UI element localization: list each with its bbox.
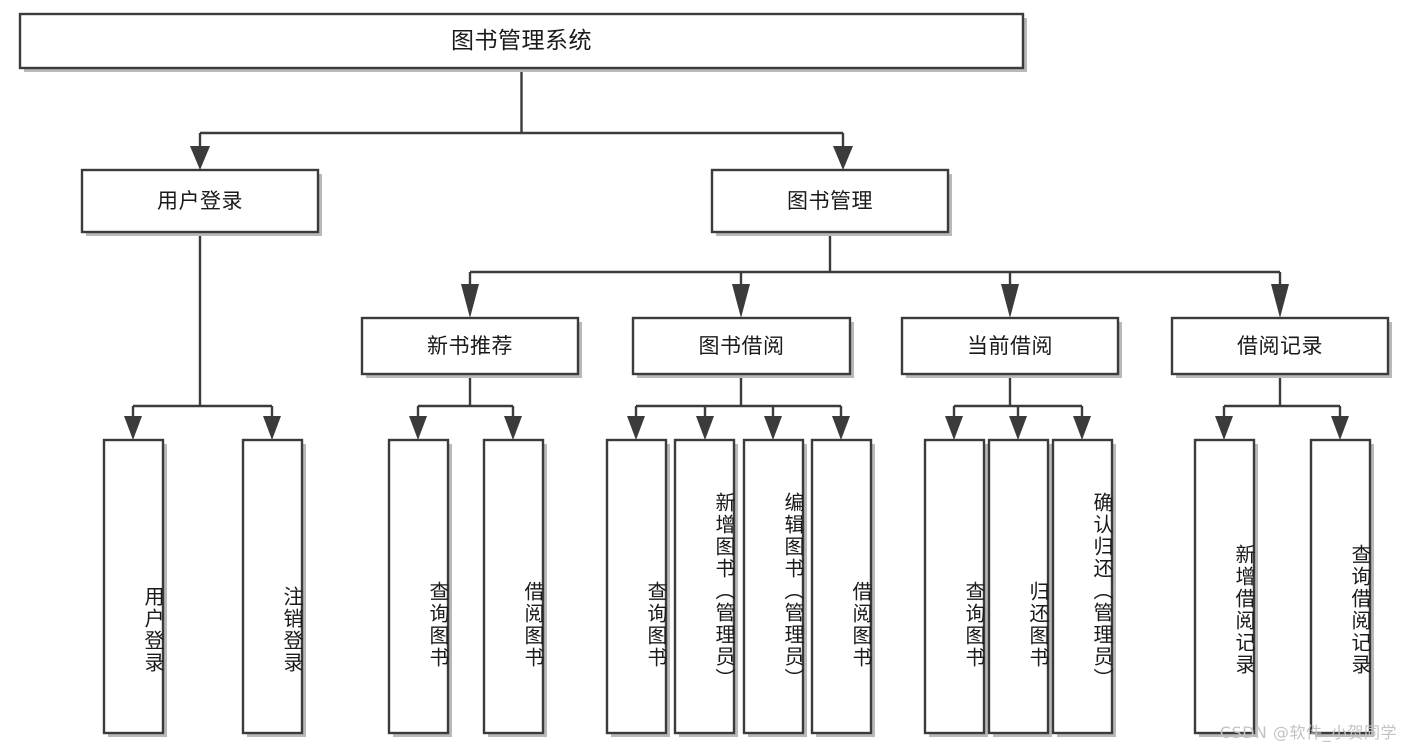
node-rect-leaf-query-book-2[interactable] (605, 438, 668, 735)
node-rect-leaf-query-book-1[interactable] (387, 438, 450, 735)
node-rect-user-login[interactable] (80, 168, 320, 234)
node-rect-leaf-query-book-3[interactable] (923, 438, 986, 735)
node-rect-new-book-rec[interactable] (360, 316, 580, 376)
arrowhead-leaf-add-book (696, 416, 714, 440)
arrowhead-leaf-confirm-return (1073, 416, 1091, 440)
node-rect-root[interactable] (18, 12, 1025, 70)
node-rect-book-borrow[interactable] (631, 316, 852, 376)
node-rect-leaf-add-book[interactable] (673, 438, 736, 735)
node-rect-leaf-user-login[interactable] (102, 438, 165, 735)
arrowhead-leaf-edit-book (764, 416, 782, 440)
arrowhead-book-borrow (732, 284, 750, 318)
csdn-watermark: CSDN @软件_小贺同学 (1219, 723, 1397, 742)
node-rect-leaf-borrow-book-1[interactable] (482, 438, 545, 735)
arrowhead-leaf-query-book-3 (945, 416, 963, 440)
node-rect-leaf-logout[interactable] (241, 438, 304, 735)
arrowhead-leaf-logout (263, 416, 281, 440)
node-rect-leaf-return-book[interactable] (987, 438, 1050, 735)
node-rect-borrow-record[interactable] (1170, 316, 1390, 376)
node-rect-leaf-add-record[interactable] (1193, 438, 1256, 735)
arrowhead-leaf-query-book-2 (627, 416, 645, 440)
node-rect-leaf-query-record[interactable] (1309, 438, 1372, 735)
arrowhead-leaf-add-record (1215, 416, 1233, 440)
node-rect-book-manage[interactable] (710, 168, 950, 234)
node-rect-leaf-borrow-book-2[interactable] (810, 438, 873, 735)
arrowhead-book-manage (833, 146, 853, 170)
node-rect-leaf-confirm-return[interactable] (1051, 438, 1114, 735)
arrowhead-borrow-record (1271, 284, 1289, 318)
arrowhead-current-borrow (1001, 284, 1019, 318)
arrowhead-user-login (190, 146, 210, 170)
arrowhead-leaf-borrow-book-1 (504, 416, 522, 440)
arrowhead-leaf-query-book-1 (409, 416, 427, 440)
arrowhead-leaf-query-record (1331, 416, 1349, 440)
arrowhead-new-book-rec (461, 284, 479, 318)
arrowhead-leaf-return-book (1009, 416, 1027, 440)
node-box-group (18, 12, 1392, 737)
arrowhead-leaf-borrow-book-2 (832, 416, 850, 440)
connector-group (124, 68, 1349, 440)
node-rect-leaf-edit-book[interactable] (742, 438, 805, 735)
node-rect-current-borrow[interactable] (900, 316, 1120, 376)
arrowhead-leaf-user-login (124, 416, 142, 440)
